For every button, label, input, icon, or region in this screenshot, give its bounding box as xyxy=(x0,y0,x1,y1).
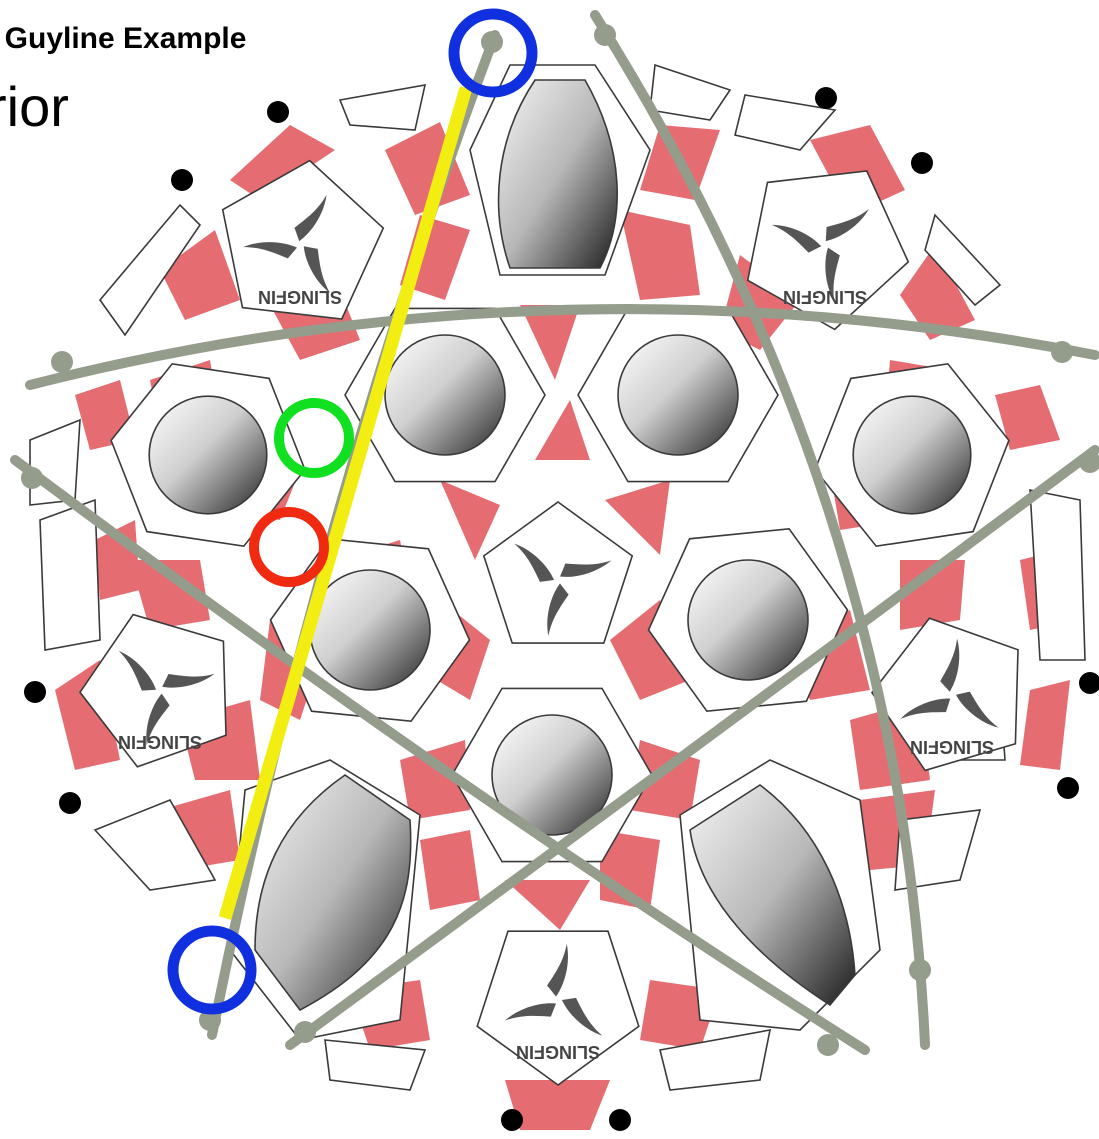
white-panel xyxy=(340,85,425,130)
conflict-crossing-marker xyxy=(254,512,324,582)
round-window xyxy=(385,335,505,455)
pole-tip xyxy=(817,1034,839,1056)
stake-point xyxy=(501,1109,523,1131)
brand-text: SLINGFIN xyxy=(258,287,342,307)
white-panel xyxy=(650,65,730,120)
red-panel xyxy=(535,400,590,460)
red-panel xyxy=(440,480,500,560)
brand-text: SLINGFIN xyxy=(910,737,994,757)
round-window xyxy=(853,396,971,514)
pole-tip xyxy=(294,1021,316,1043)
red-panel xyxy=(620,210,700,300)
stake-point xyxy=(911,152,933,174)
brand-text: SLINGFIN xyxy=(118,732,202,752)
white-panel xyxy=(1030,490,1085,660)
round-window xyxy=(618,335,738,455)
pole-tip xyxy=(51,351,73,373)
stake-point xyxy=(815,87,837,109)
brand-text: SLINGFIN xyxy=(783,287,867,307)
pentagon-frame xyxy=(484,502,632,643)
brand-text: SLINGFIN xyxy=(516,1042,600,1062)
pole-tip xyxy=(909,959,931,981)
round-window xyxy=(688,560,808,680)
red-panel xyxy=(420,830,480,910)
stake-point xyxy=(59,792,81,814)
round-window xyxy=(310,570,430,690)
stake-point xyxy=(1057,777,1079,799)
stake-point xyxy=(267,101,289,123)
red-panel xyxy=(505,880,590,930)
stake-point xyxy=(1079,672,1099,694)
round-window xyxy=(149,396,267,514)
stake-point xyxy=(609,1109,631,1131)
pole-tip xyxy=(481,31,503,53)
stake-point xyxy=(171,169,193,191)
pole-tip xyxy=(594,24,616,46)
white-panel xyxy=(325,1040,425,1090)
stake-point xyxy=(24,681,46,703)
pole-tip xyxy=(1051,341,1073,363)
red-panel xyxy=(1020,680,1070,770)
anchor-marker-bottom xyxy=(173,931,251,1009)
pole-tip xyxy=(21,467,43,489)
